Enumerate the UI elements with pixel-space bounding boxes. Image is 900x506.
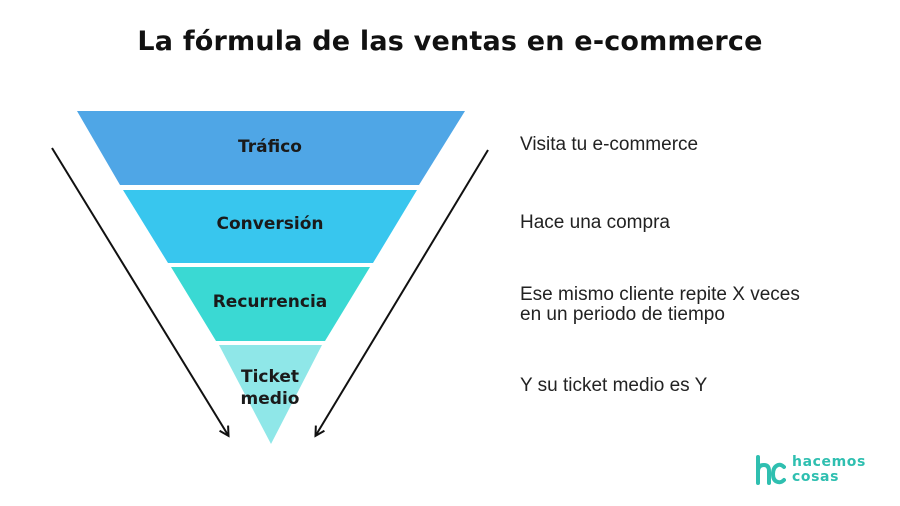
description-ticket-medio: Y su ticket medio es Y: [520, 376, 707, 396]
page-title: La fórmula de las ventas en e-commerce: [137, 26, 763, 57]
funnel-stage-conversion: [123, 190, 417, 263]
description-conversion: Hace una compra: [520, 213, 670, 233]
description-line: Visita tu e-commerce: [520, 134, 699, 155]
logo-line-1: hacemos: [792, 454, 866, 470]
description-line: en un periodo de tiempo: [520, 304, 725, 325]
right-down-arrow: [316, 149, 489, 435]
hacemos-cosas-logo: hacemos cosas: [754, 453, 866, 487]
description-recurrencia: Ese mismo cliente repite X veces en un p…: [520, 285, 800, 325]
description-line: Hace una compra: [520, 212, 670, 233]
stage-label-trafico: Tráfico: [238, 137, 302, 157]
stage-label-ticket: Ticket: [241, 367, 299, 387]
hc-monogram-icon: [756, 455, 786, 485]
funnel-stage-recurrencia: [171, 267, 370, 341]
left-down-arrow: [51, 147, 228, 435]
funnel-stage-trafico: [77, 111, 465, 185]
funnel-stage-ticket-medio: [219, 345, 322, 444]
logo-wordmark: hacemos cosas: [792, 455, 866, 485]
description-line: Y su ticket medio es Y: [520, 375, 708, 396]
stage-label-medio: medio: [241, 389, 300, 409]
logo-line-2: cosas: [792, 469, 840, 485]
stage-label-recurrencia: Recurrencia: [213, 292, 328, 312]
description-line: Ese mismo cliente repite X veces: [520, 284, 800, 305]
description-trafico: Visita tu e-commerce: [520, 135, 698, 155]
stage-label-conversion: Conversión: [217, 214, 324, 234]
